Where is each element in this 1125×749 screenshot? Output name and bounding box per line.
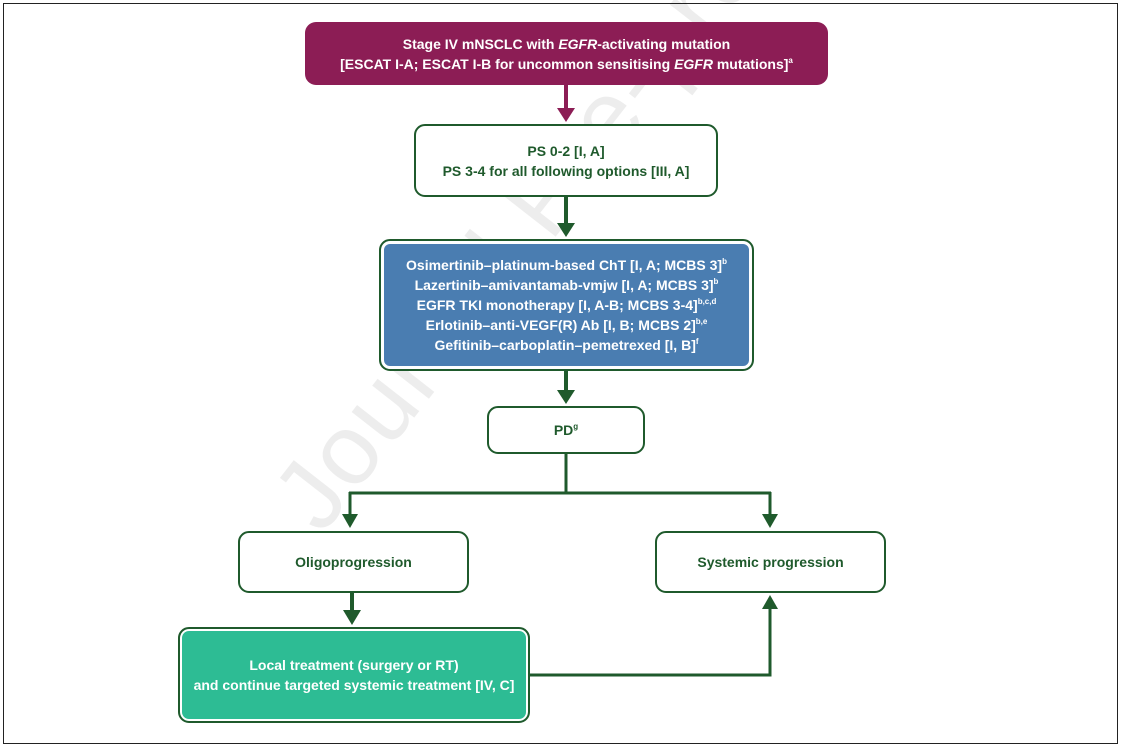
arrow-top-to-ps	[557, 85, 575, 122]
progressive-disease-box: PDg	[487, 406, 645, 454]
treatment-option: Erlotinib–anti-VEGF(R) Ab [I, B; MCBS 2]…	[425, 317, 708, 333]
performance-status-box: PS 0-2 [I, A] PS 3-4 for all following o…	[414, 124, 718, 197]
arrow-oligo-to-local	[343, 593, 361, 625]
treatment-option: Osimertinib–platinum-based ChT [I, A; MC…	[406, 257, 727, 273]
treatment-option: Gefitinib–carboplatin–pemetrexed [I, B]f	[434, 337, 699, 353]
first-line-treatment-box: Osimertinib–platinum-based ChT [I, A; MC…	[379, 239, 754, 371]
arrow-local-to-systemic	[530, 595, 778, 677]
systemic-progression-box: Systemic progression	[655, 531, 886, 593]
local-line-1: Local treatment (surgery or RT)	[249, 657, 459, 673]
top-line-2: [ESCAT I-A; ESCAT I-B for uncommon sensi…	[340, 55, 793, 72]
top-line-1: Stage IV mNSCLC with EGFR-activating mut…	[402, 35, 731, 52]
oligoprogression-box: Oligoprogression	[238, 531, 469, 593]
branch-pd-split	[342, 454, 778, 528]
ps-line-1: PS 0-2 [I, A]	[527, 142, 605, 159]
ps-line-2: PS 3-4 for all following options [III, A…	[442, 162, 690, 179]
arrow-ps-to-treatments	[557, 197, 575, 237]
treatment-option: Lazertinib–amivantamab-vmjw [I, A; MCBS …	[414, 277, 719, 293]
treatment-option: EGFR TKI monotherapy [I, A-B; MCBS 3-4]b…	[416, 297, 717, 313]
arrow-treatments-to-pd	[557, 371, 575, 404]
stage-iv-egfr-box: Stage IV mNSCLC with EGFR-activating mut…	[305, 22, 828, 85]
local-line-2: and continue targeted systemic treatment…	[193, 677, 515, 693]
local-treatment-box: Local treatment (surgery or RT) and cont…	[178, 627, 530, 723]
figure-frame	[3, 3, 1118, 744]
